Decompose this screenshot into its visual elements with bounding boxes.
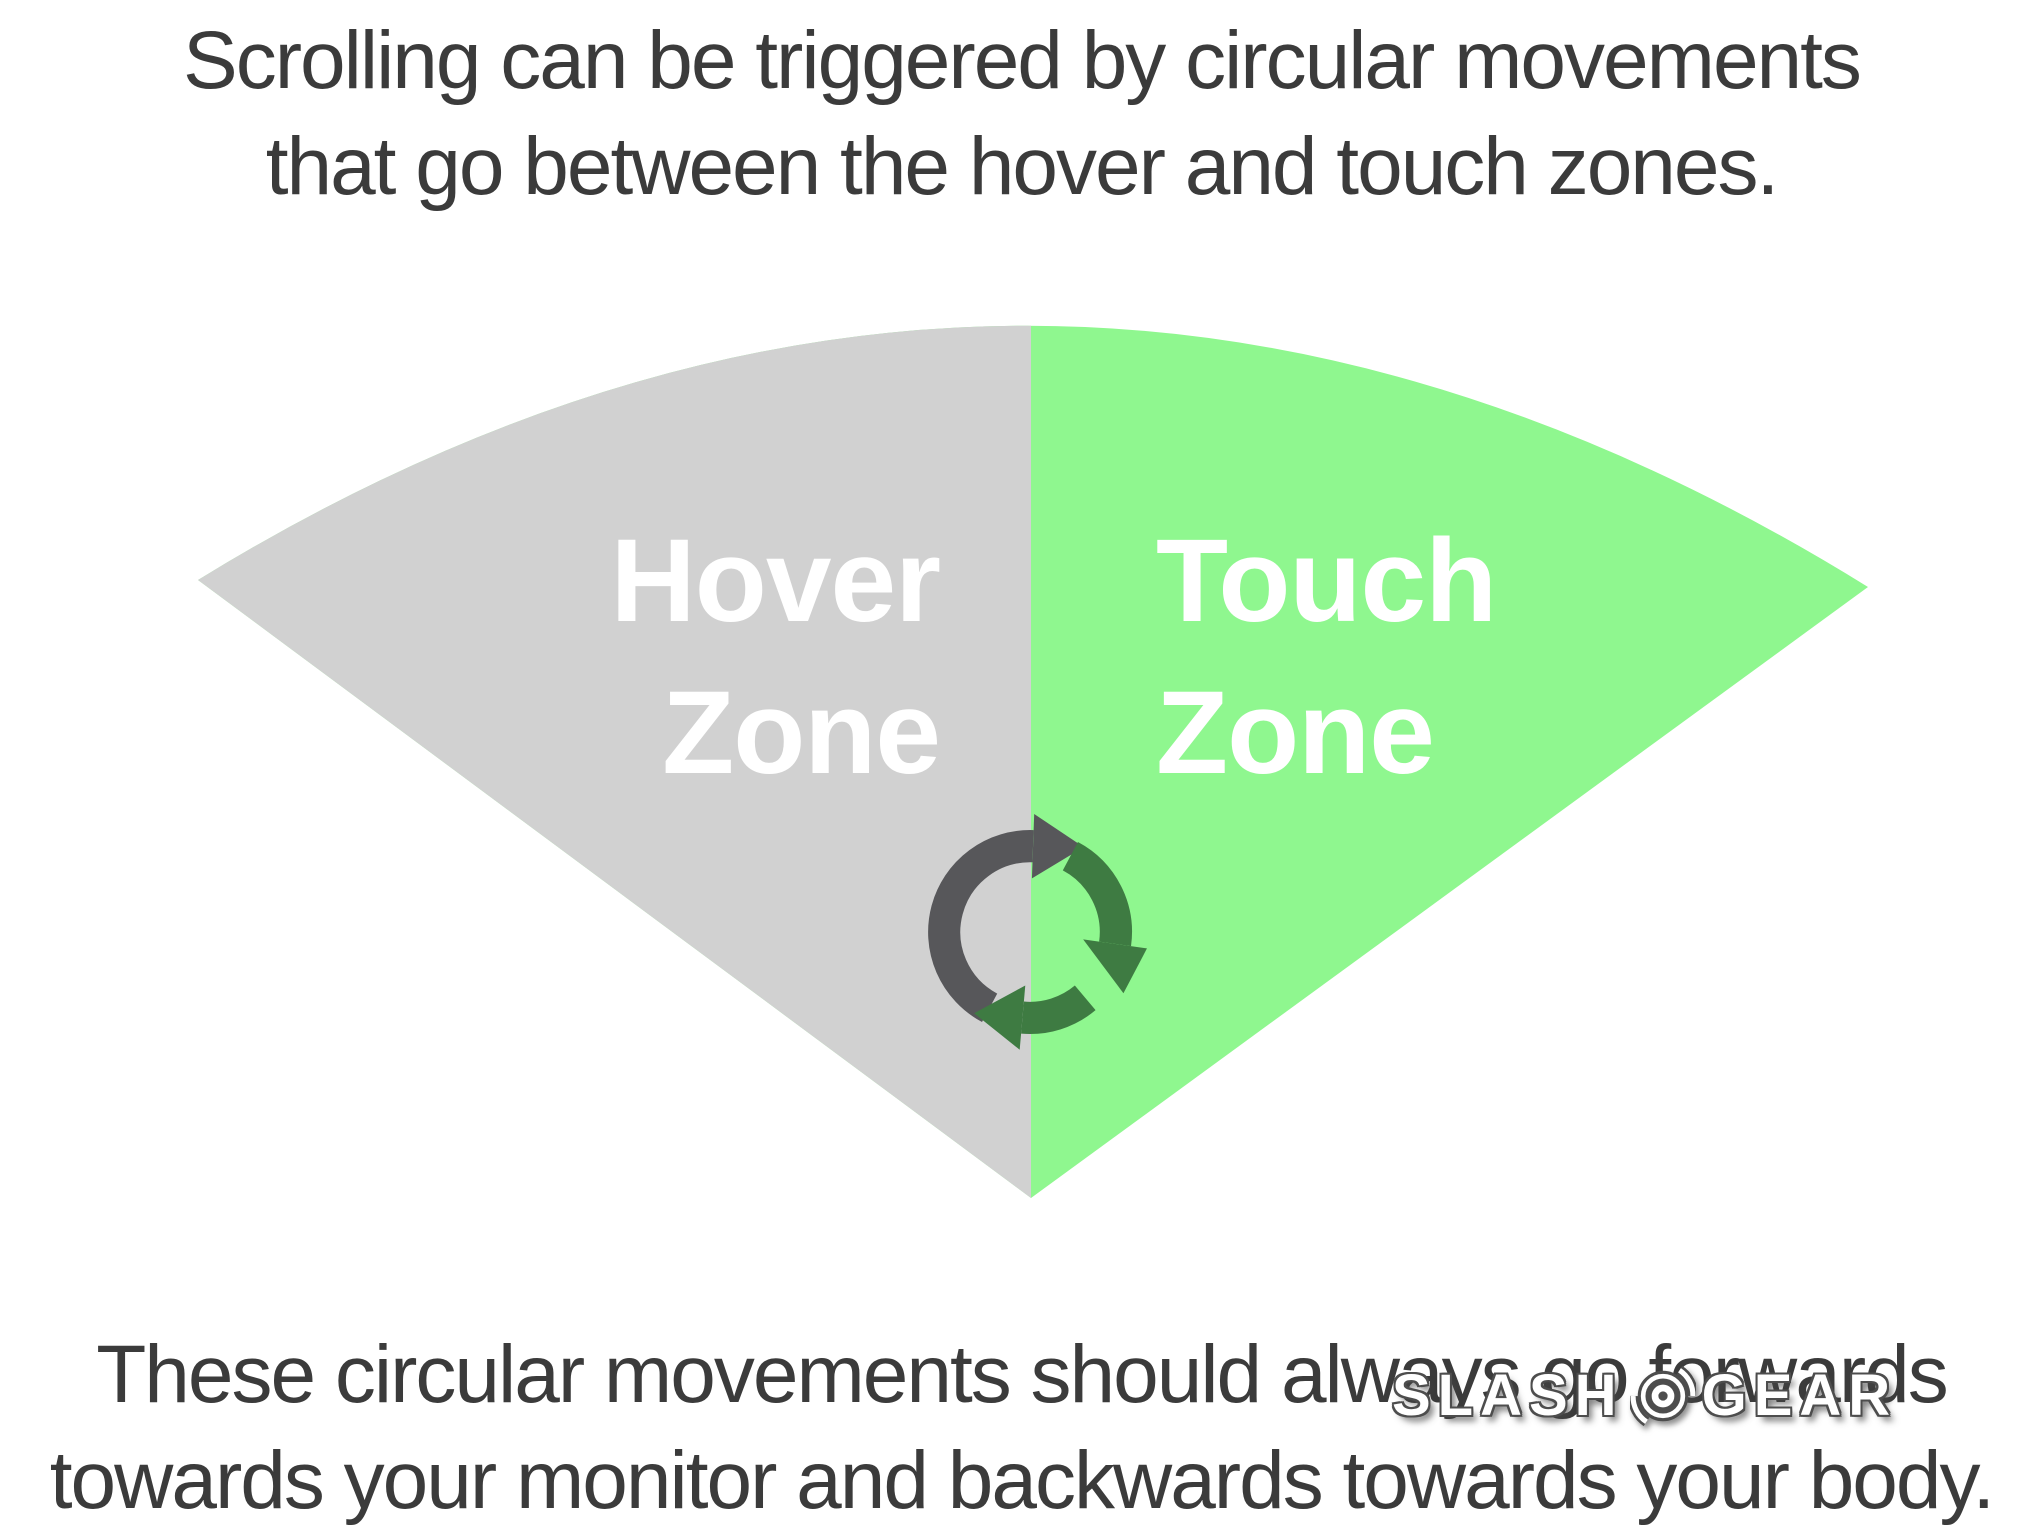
green-arrow-head-bottom [974, 985, 1026, 1050]
touch-zone-label-line2: Zone [1156, 667, 1435, 799]
green-arrow-arc-bottom [1021, 985, 1096, 1035]
hover-zone-label: Hover Zone [610, 505, 941, 809]
bottom-caption-line2: towards your monitor and backwards towar… [49, 1435, 1995, 1526]
green-arrow-arc-top [1062, 841, 1132, 947]
hover-zone-shape [198, 325, 1031, 1198]
touch-zone-label-line1: Touch [1156, 515, 1497, 647]
green-arrow-head-top [1083, 939, 1147, 994]
hover-zone-label-line2: Zone [662, 667, 941, 799]
top-caption-line2: that go between the hover and touch zone… [265, 121, 1780, 212]
top-caption-line1: Scrolling can be triggered by circular m… [183, 15, 1862, 106]
gray-arrow-arc [928, 830, 1034, 1023]
touch-zone-label: Touch Zone [1156, 505, 1497, 809]
watermark-slash-text: SLASH [1392, 1363, 1624, 1428]
watermark-gear-text: GEAR [1701, 1363, 1898, 1428]
hover-zone-label-line1: Hover [610, 515, 941, 647]
gray-arrow-head [1031, 813, 1084, 879]
slashgear-watermark: SLASH GEAR [1392, 1362, 1897, 1429]
circular-arrows-icon [928, 813, 1147, 1050]
top-caption: Scrolling can be triggered by circular m… [0, 8, 2043, 220]
slashgear-logo-icon [1629, 1365, 1696, 1426]
